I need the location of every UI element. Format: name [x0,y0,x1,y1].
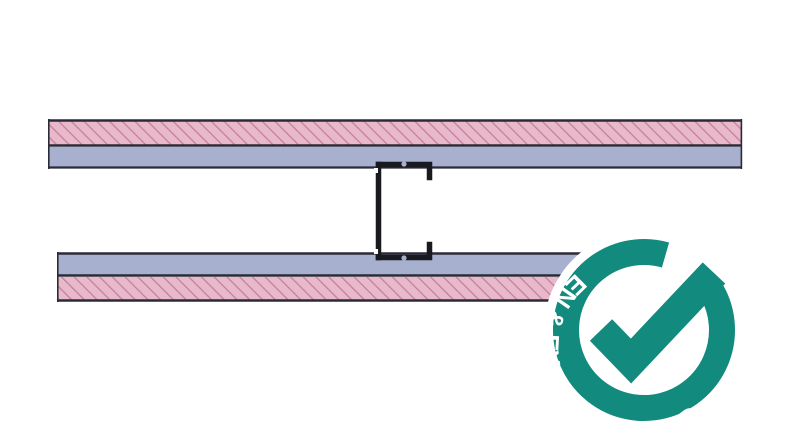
stud-bottom-dimple [401,255,407,261]
stud-bottom-lip [375,241,433,261]
upper-pink-board [48,119,742,147]
stud-top-corner-relief [374,168,378,173]
stud-top-dimple [401,161,407,167]
stud-detailing [374,161,407,261]
upper-blue-board [48,147,742,169]
upper-assembly [47,119,743,169]
c-stud-profile [375,161,433,261]
checkmark-icon [589,262,726,384]
stud-bottom-corner-relief [374,249,378,254]
certification-badge[interactable]: EN & EXAP CLASSIFIED [535,230,744,425]
badge-ring [553,239,735,421]
lower-assembly [56,252,667,302]
stud-top-flange [375,161,433,181]
